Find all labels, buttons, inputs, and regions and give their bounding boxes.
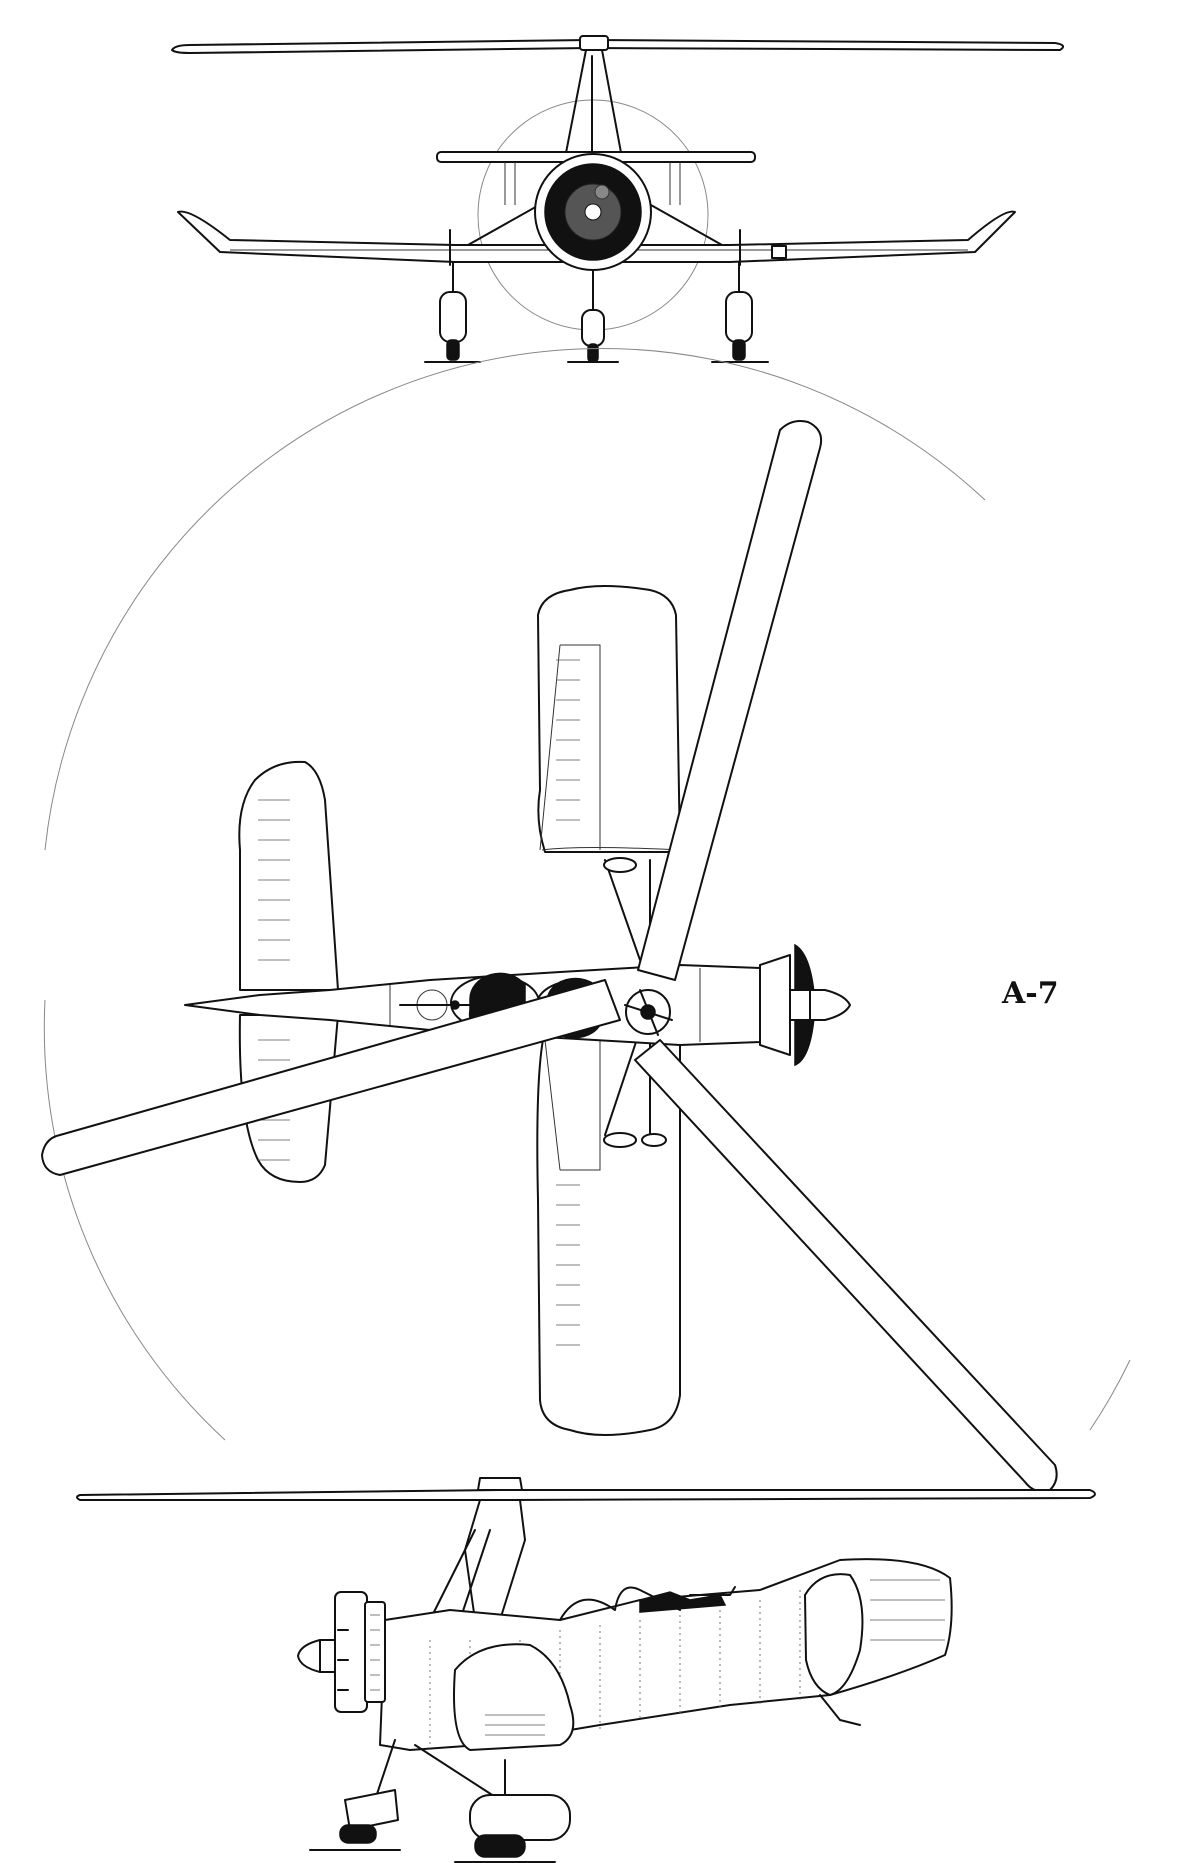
side-rotor-hub	[477, 1477, 523, 1491]
side-pylon	[464, 1499, 526, 1621]
top-rotor	[41, 420, 1058, 1493]
model-label: A-7	[1002, 976, 1059, 1011]
side-lower-wing	[453, 1643, 575, 1751]
side-view	[76, 1477, 1096, 1863]
side-cockpit	[559, 1586, 736, 1621]
front-pylon	[564, 49, 623, 159]
top-rotor-disc	[44, 348, 986, 851]
front-landing-gear	[424, 261, 769, 363]
top-view	[41, 348, 1131, 1493]
top-rotor-blade-left	[41, 979, 621, 1176]
side-rudder	[804, 1573, 864, 1696]
top-rotor-blade-right	[634, 1039, 1058, 1493]
front-rotor-hub	[579, 35, 609, 51]
top-wing-lower	[536, 1029, 681, 1436]
top-rotor-blade-up	[637, 420, 823, 981]
top-engine	[759, 943, 851, 1067]
side-rotor-blade	[76, 1489, 1096, 1501]
top-wing-upper	[537, 585, 681, 853]
side-engine	[297, 1591, 386, 1713]
top-tailplane-upper	[238, 760, 339, 991]
side-landing-gear	[309, 1694, 861, 1863]
front-lower-wing	[177, 210, 1016, 263]
front-rotor-blade	[171, 39, 1065, 54]
front-view	[171, 35, 1065, 363]
